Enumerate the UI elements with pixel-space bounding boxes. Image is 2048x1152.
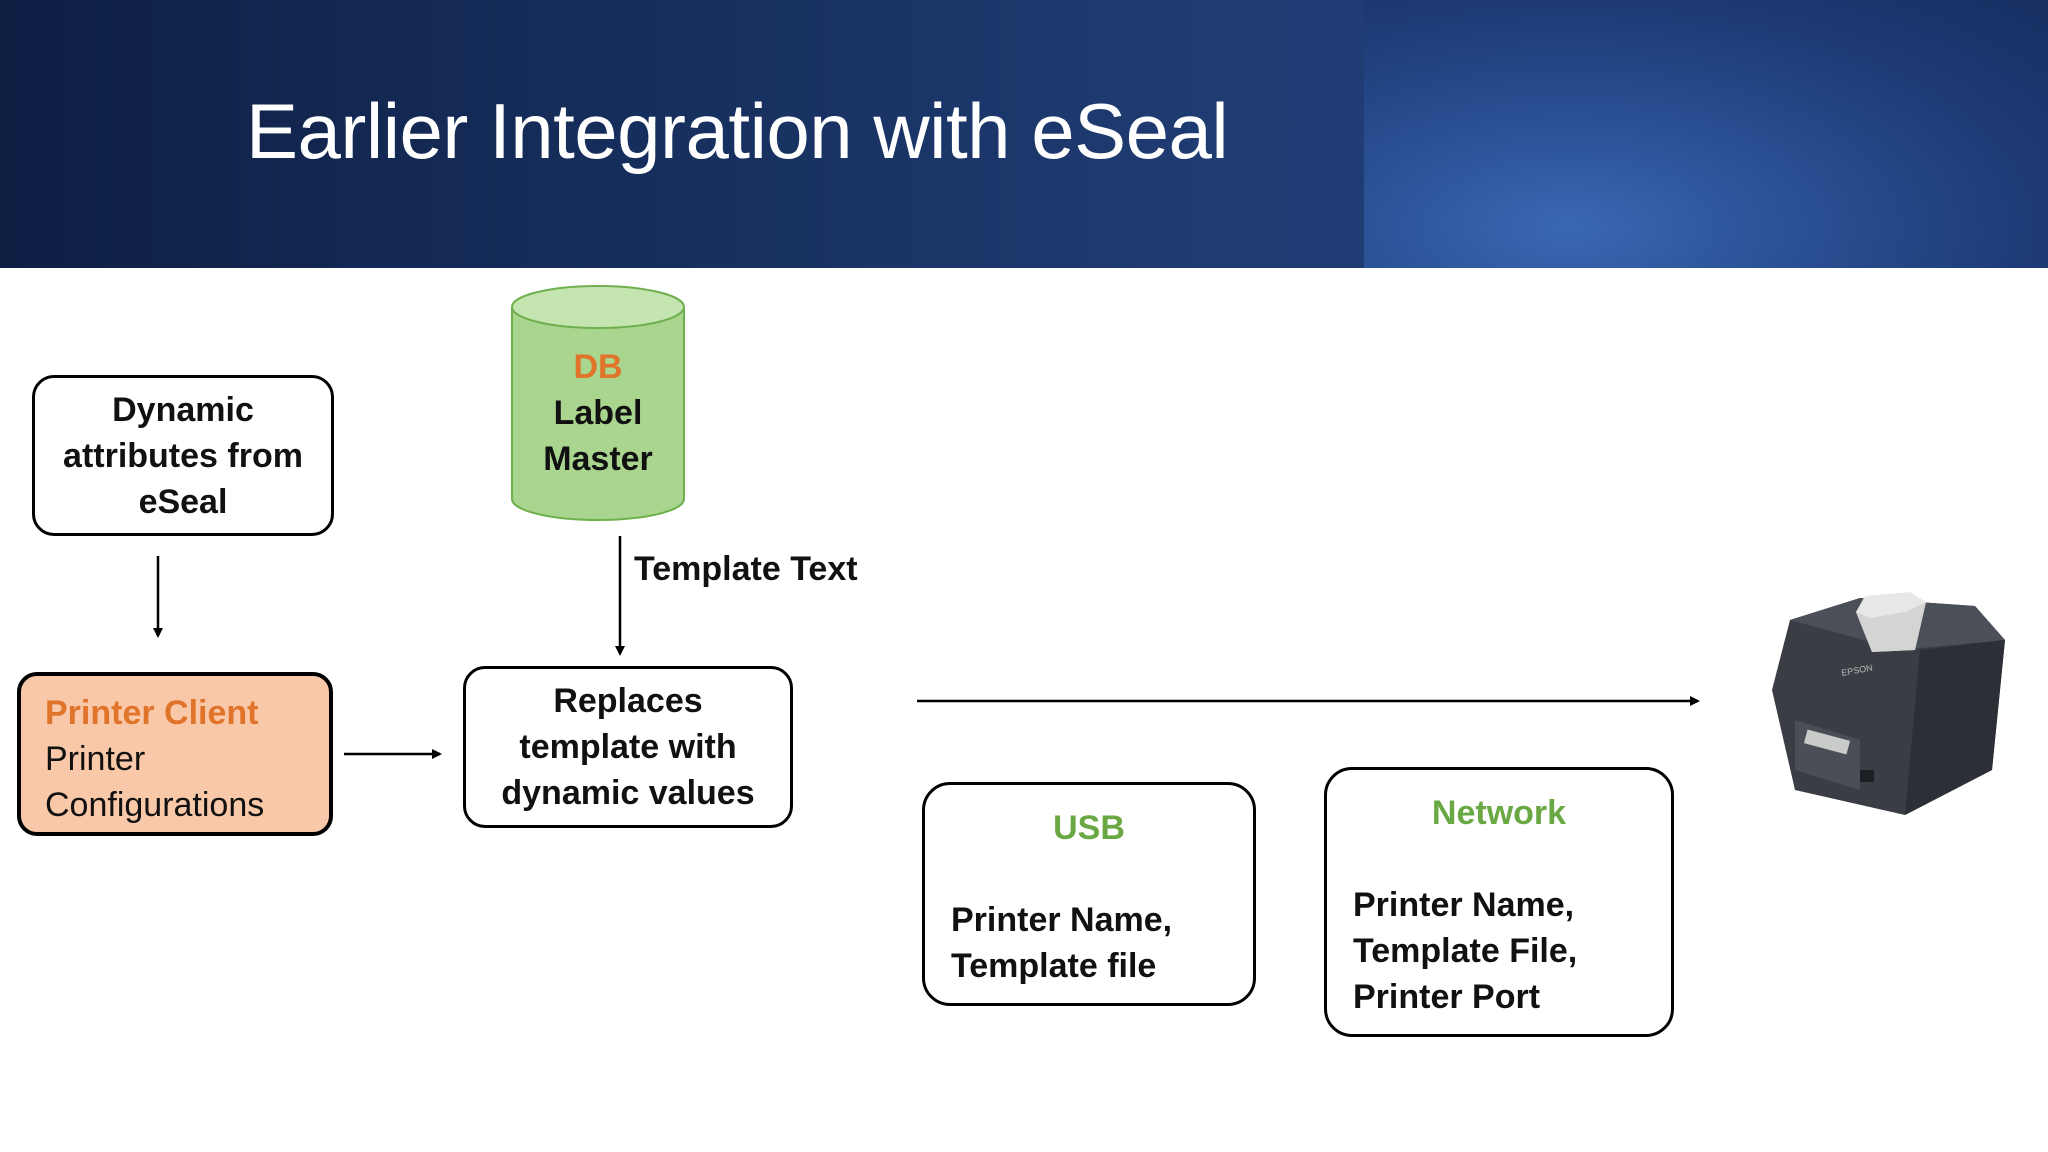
template-text-label: Template Text: [634, 550, 858, 588]
network-line-3: Printer Port: [1353, 978, 1541, 1016]
usb-line-2: Template file: [951, 947, 1157, 985]
network-body: Printer Name, Template File, Printer Por…: [1353, 882, 1577, 1020]
replaces-line-1: Replaces: [553, 682, 703, 720]
network-head: Network: [1431, 794, 1567, 832]
usb-head: USB: [1053, 809, 1125, 847]
printer-client-node: Printer Client Printer Configurations: [17, 672, 333, 836]
usb-node: USB Printer Name, Template file: [922, 782, 1256, 1006]
title-banner: Earlier Integration with eSeal: [0, 0, 2048, 268]
usb-body: Printer Name, Template file: [951, 897, 1172, 989]
network-node: Network Printer Name, Template File, Pri…: [1324, 767, 1674, 1037]
dynamic-attributes-line-1: Dynamic: [112, 390, 254, 429]
printer-client-line-2: Configurations: [45, 786, 265, 824]
dynamic-attributes-line-2: attributes from: [63, 436, 303, 475]
banner-highlight: [1364, 0, 2048, 268]
usb-line-1: Printer Name,: [951, 901, 1173, 939]
db-line-1: Label: [553, 394, 643, 432]
replaces-template-node: Replaces template with dynamic values: [463, 666, 793, 828]
replaces-line-2: template with: [519, 728, 737, 766]
dynamic-attributes-line-3: eSeal: [138, 482, 228, 521]
network-line-1: Printer Name,: [1353, 886, 1575, 924]
network-line-2: Template File,: [1353, 932, 1578, 970]
replaces-line-3: dynamic values: [501, 774, 755, 812]
db-head: DB: [573, 348, 623, 386]
dynamic-attributes-node: Dynamic attributes from eSeal: [32, 375, 334, 536]
db-line-2: Master: [543, 440, 653, 478]
slide-title: Earlier Integration with eSeal: [246, 87, 1229, 175]
receipt-printer-icon: EPSON: [1772, 592, 2005, 815]
printer-client-line-1: Printer: [45, 740, 146, 778]
printer-client-head: Printer Client: [45, 694, 259, 732]
db-label: DB Label Master: [512, 344, 684, 482]
db-cylinder: [511, 285, 685, 521]
